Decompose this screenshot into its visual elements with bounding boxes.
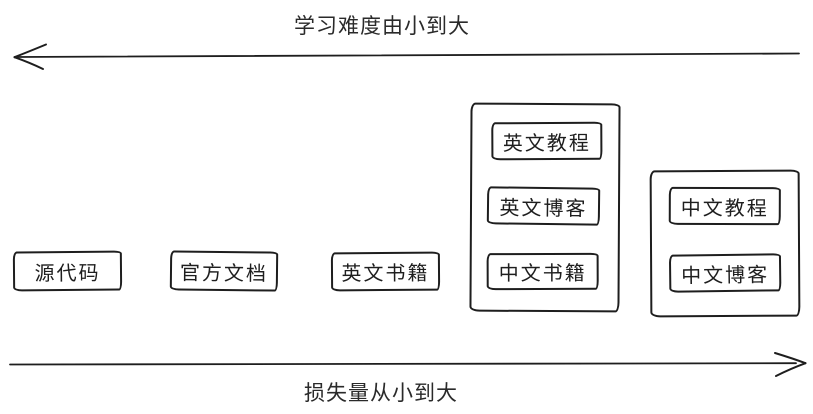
arrow-left-icon <box>13 43 800 70</box>
node-english-books: 英文书籍 <box>330 251 441 292</box>
bottom-axis-label: 损失量从小到大 <box>304 382 458 405</box>
node-english-tutorials: 英文教程 <box>491 121 603 161</box>
arrow-right-icon <box>9 352 807 377</box>
node-chinese-books: 中文书籍 <box>486 252 599 291</box>
node-chinese-blogs: 中文博客 <box>668 253 782 293</box>
top-axis-label: 学习难度由小到大 <box>294 15 470 38</box>
node-chinese-tutorials: 中文教程 <box>668 186 781 226</box>
node-english-blogs: 英文博客 <box>486 186 601 226</box>
node-official-docs: 官方文档 <box>169 250 279 292</box>
node-source-code: 源代码 <box>12 250 123 292</box>
group-english-and-chinese-books: 英文教程 英文博客 中文书籍 <box>469 102 621 313</box>
group-chinese: 中文教程 中文博客 <box>649 169 801 318</box>
